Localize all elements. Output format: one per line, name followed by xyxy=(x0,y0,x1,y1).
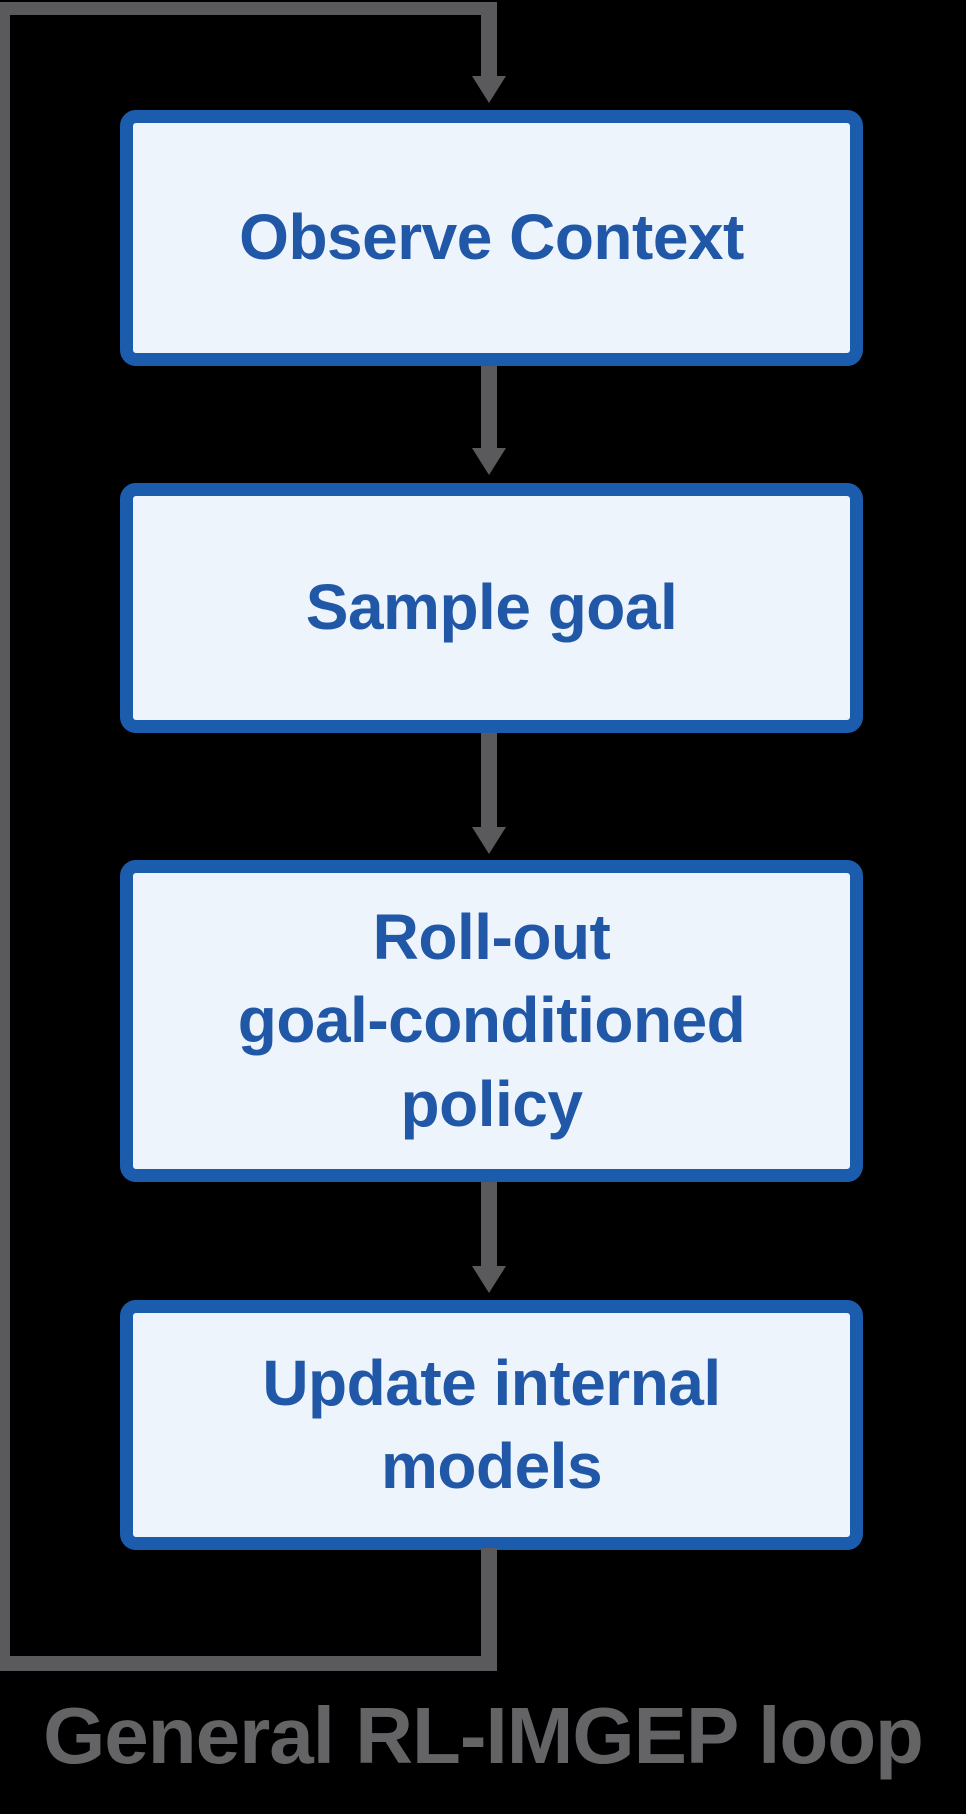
node-label-observe-context: Observe Context xyxy=(239,201,744,274)
arrow-line-sample-to-rollout xyxy=(481,733,497,831)
node-label-sample-goal: Sample goal xyxy=(305,571,678,644)
arrowhead-into-update-models xyxy=(472,1266,506,1293)
loop-line-bottom xyxy=(0,1656,497,1671)
flow-node-sample-goal: Sample goal xyxy=(120,483,863,733)
node-label-update-internal-models: Update internal models xyxy=(262,1346,721,1502)
arrowhead-into-sample-goal xyxy=(472,448,506,475)
flow-node-observe-context: Observe Context xyxy=(120,110,863,366)
arrowhead-into-rollout-policy xyxy=(472,827,506,854)
node-label-rollout-goal-conditioned-policy: Roll-out goal-conditioned policy xyxy=(237,901,746,1140)
flow-node-update-internal-models: Update internal models xyxy=(120,1300,863,1550)
loop-entry-line xyxy=(481,2,497,80)
loop-line-top xyxy=(0,2,497,15)
diagram-caption: General RL-IMGEP loop xyxy=(43,1691,924,1780)
flow-node-rollout-goal-conditioned-policy: Roll-out goal-conditioned policy xyxy=(120,860,863,1182)
arrow-line-rollout-to-update xyxy=(481,1182,497,1270)
loop-line-left xyxy=(0,2,10,1671)
arrow-line-update-to-loop xyxy=(481,1548,497,1671)
arrowhead-into-observe-context xyxy=(472,76,506,103)
arrow-line-observe-to-sample xyxy=(481,366,497,452)
